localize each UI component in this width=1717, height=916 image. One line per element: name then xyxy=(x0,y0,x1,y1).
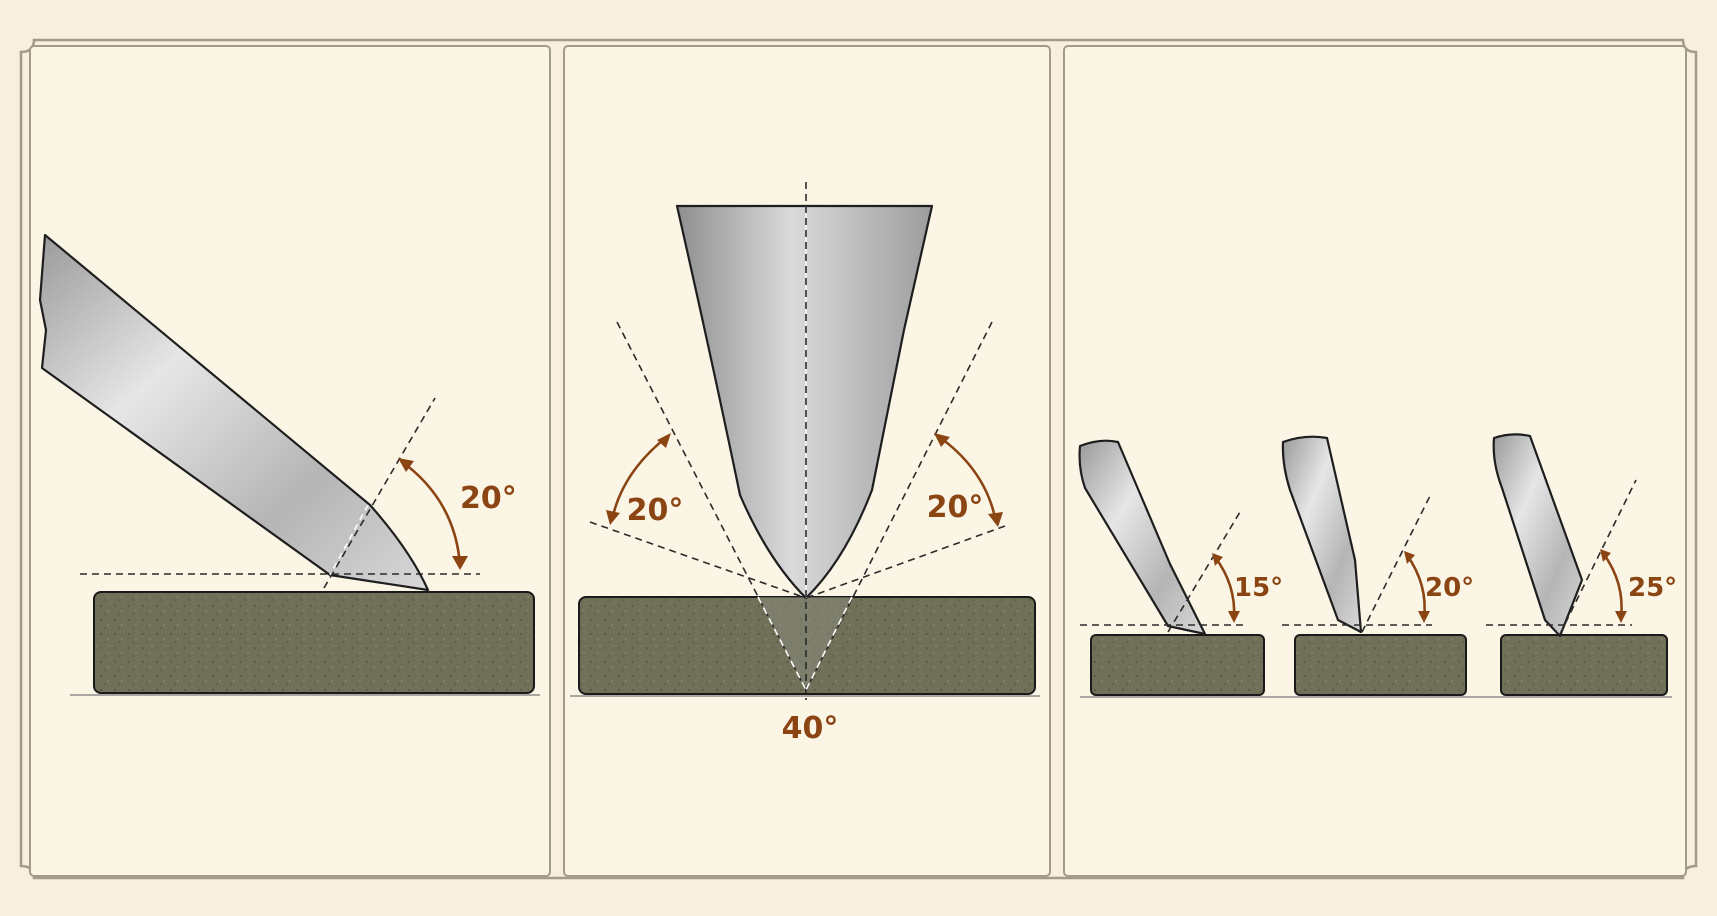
angle-label-left: 20° xyxy=(627,493,684,528)
angle-arc xyxy=(400,459,462,566)
knife-blade xyxy=(1281,435,1363,634)
panel-angle-comparison: 15° 20° 25° xyxy=(1063,45,1687,877)
left-angle-arc xyxy=(610,434,669,521)
comparison-20: 20° xyxy=(1281,435,1474,696)
comparison-25: 25° xyxy=(1486,433,1677,696)
sharpening-stone xyxy=(1500,634,1668,696)
angle-label-total: 40° xyxy=(782,711,839,746)
sharpening-stone xyxy=(93,591,535,694)
angle-label-25: 25° xyxy=(1628,573,1677,603)
right-angle-line xyxy=(805,321,993,691)
knife-blade xyxy=(1492,433,1584,638)
panel-comparison-frame xyxy=(1063,45,1687,877)
left-horizontal-line xyxy=(589,521,807,599)
sharpening-stone xyxy=(1294,634,1467,696)
panel-double-bevel: 20° 20° 40° xyxy=(563,45,1051,877)
blade-angle-line xyxy=(1559,479,1637,635)
right-angle-arc xyxy=(937,434,998,523)
panel-single-bevel: 20° xyxy=(29,45,551,877)
angle-label-right: 20° xyxy=(927,490,984,525)
angle-label-single: 20° xyxy=(460,481,517,516)
blade-angle-line xyxy=(323,397,436,589)
comparison-15: 15° xyxy=(1078,439,1283,696)
blade-angle-line xyxy=(1361,495,1431,633)
outer-frame xyxy=(19,38,1698,880)
knife-blade xyxy=(1078,439,1207,636)
angle-label-15: 15° xyxy=(1234,573,1283,603)
knife-blade xyxy=(38,233,430,592)
angle-label-20: 20° xyxy=(1425,573,1474,603)
bevel-projection xyxy=(758,597,852,690)
knife-blade xyxy=(675,204,934,600)
left-angle-line xyxy=(616,321,807,691)
sharpening-stone xyxy=(1090,634,1265,696)
